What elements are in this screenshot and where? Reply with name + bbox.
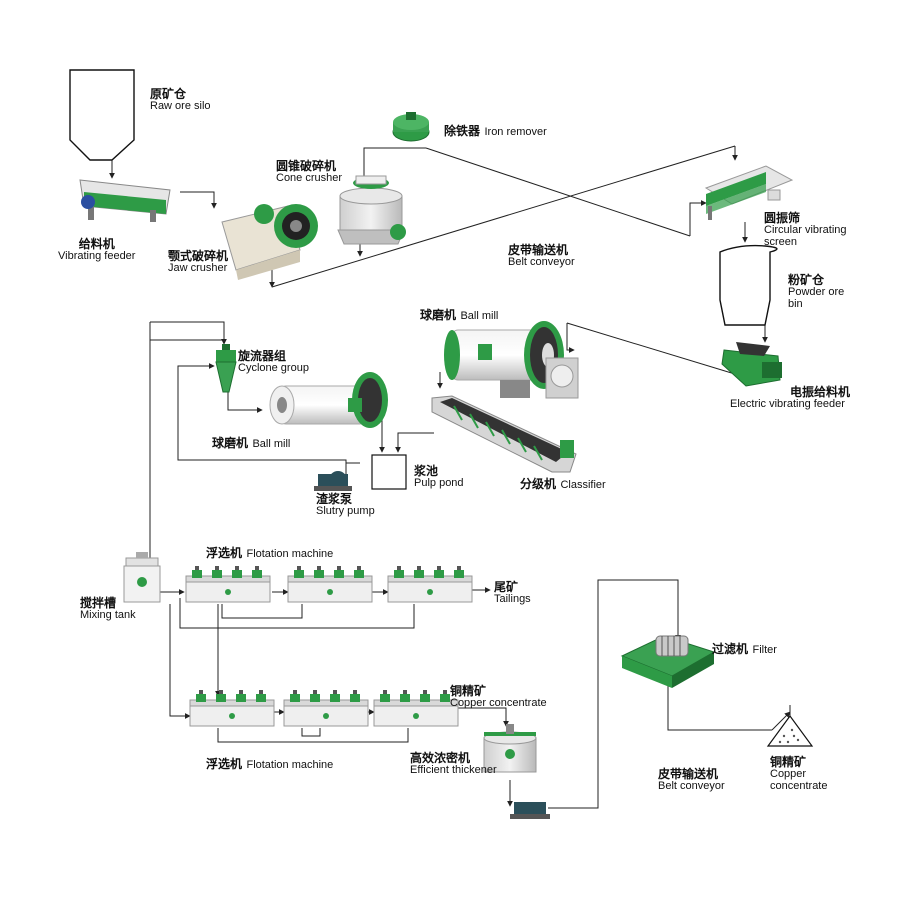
belt-conveyor-top-label: 皮带输送机 Belt conveyor: [508, 243, 575, 268]
flow-cyclone-underflow: [227, 392, 263, 413]
copper-concentrate-end-label: 铜精矿 Copper concentrate: [770, 755, 828, 792]
circular-screen-label: 圆振筛 Circular vibrating screen: [764, 211, 847, 248]
vibrating-feeder-label: 给料机 Vibrating feeder: [58, 237, 136, 262]
powder-ore-bin-icon: [719, 244, 778, 326]
cone-crusher-label: 圆锥破碎机 Cone crusher: [276, 159, 343, 184]
slurry-pump-label: 渣浆泵 Slutry pump: [316, 492, 375, 517]
powder-bin-label: 粉矿仓 Powder ore bin: [788, 273, 845, 310]
flotation-cell-bottom-3: [373, 690, 459, 727]
vibrating-feeder-icon: [79, 179, 171, 222]
pulp-pond-label: 浆池 Pulp pond: [414, 464, 464, 489]
flotation-cell-top-1: [185, 566, 271, 603]
flow-cyclone-overflow: [147, 322, 224, 565]
flotation-bottom-row: [189, 690, 459, 727]
flow-pump-to-cyclone: [177, 363, 347, 478]
iron-remover-label: 除铁器 Iron remover: [444, 124, 547, 138]
flow-into-top-mill: [566, 323, 575, 353]
ball-mill-top-label: 球磨机 Ball mill: [420, 308, 499, 322]
flow-classifier-to-pond: [395, 432, 434, 453]
flow-filter-to-conveyor: [667, 686, 772, 731]
classifier-icon: [431, 395, 577, 473]
thickener-icon: [483, 724, 537, 773]
cyclone-group-icon: [215, 344, 237, 393]
tailings-label: 尾矿 Tailings: [494, 580, 531, 605]
slurry-pump-icon: [314, 471, 352, 491]
ball-mill-top-icon: [444, 321, 579, 399]
flow-feeder-to-jaw: [180, 191, 217, 209]
concentrate-pump-icon: [510, 802, 550, 819]
flow-conveyor-lower: [271, 145, 736, 288]
flotation-top-label: 浮选机 Flotation machine: [206, 546, 334, 560]
flow-conveyor-upper: [425, 147, 691, 237]
flow-cyclone-feed-top: [150, 321, 227, 345]
filter-label: 过滤机 Filter: [712, 642, 777, 656]
belt-conveyor-bottom-label: 皮带输送机 Belt conveyor: [658, 767, 725, 792]
flotation-bottom-label: 浮选机 Flotation machine: [206, 757, 334, 771]
flow-conveyor-to-pile: [771, 711, 791, 731]
flow-cleaner-loop2: [301, 728, 321, 737]
classifier-label: 分级机 Classifier: [520, 477, 606, 491]
flotation-cell-top-3: [387, 566, 473, 603]
cone-crusher-icon: [337, 175, 406, 245]
copper-concentrate-mid-label: 铜精矿 Copper concentrate: [450, 684, 547, 709]
cyclone-group-label: 旋流器组 Cyclone group: [238, 349, 309, 374]
flotation-cell-bottom-2: [283, 690, 369, 727]
jaw-crusher-icon: [221, 204, 318, 280]
electric-feeder-label: 电振给料机 Electric vibrating feeder: [730, 385, 851, 410]
electric-vibrating-feeder-icon: [721, 342, 782, 387]
pulp-pond-icon: [371, 454, 407, 490]
flotation-top-row: [185, 566, 473, 603]
flotation-cell-bottom-1: [189, 690, 275, 727]
flow-middlings-return: [179, 598, 415, 629]
flow-cleaner-loop: [217, 728, 409, 743]
circular-vibrating-screen-icon: [704, 165, 794, 220]
mixing-tank-icon: [123, 552, 161, 603]
flow-screen-return: [689, 200, 707, 236]
mixing-tank-label: 搅拌槽 Mixing tank: [80, 596, 136, 621]
ball-mill-left-icon: [269, 372, 388, 428]
jaw-crusher-label: 颚式破碎机 Jaw crusher: [168, 249, 229, 274]
raw-ore-silo-label: 原矿仓 Raw ore silo: [150, 87, 211, 112]
filter-icon: [620, 635, 716, 688]
flow-middlings-return2: [221, 604, 303, 619]
iron-remover-icon: [392, 112, 430, 142]
flow-pump-to-pond: [345, 462, 360, 478]
flow-feeder-to-mill: [566, 322, 749, 379]
flotation-cell-top-2: [287, 566, 373, 603]
concentrate-pile-icon: [766, 714, 814, 747]
flow-concentrate-to-thickener: [456, 707, 509, 727]
thickener-label: 高效浓密机 Efficient thickener: [410, 751, 497, 776]
ball-mill-left-label: 球磨机 Ball mill: [212, 436, 291, 450]
flow-pump-to-filter: [548, 579, 681, 809]
raw-ore-silo-icon: [69, 69, 135, 161]
flow-cleaner-return: [169, 604, 191, 719]
